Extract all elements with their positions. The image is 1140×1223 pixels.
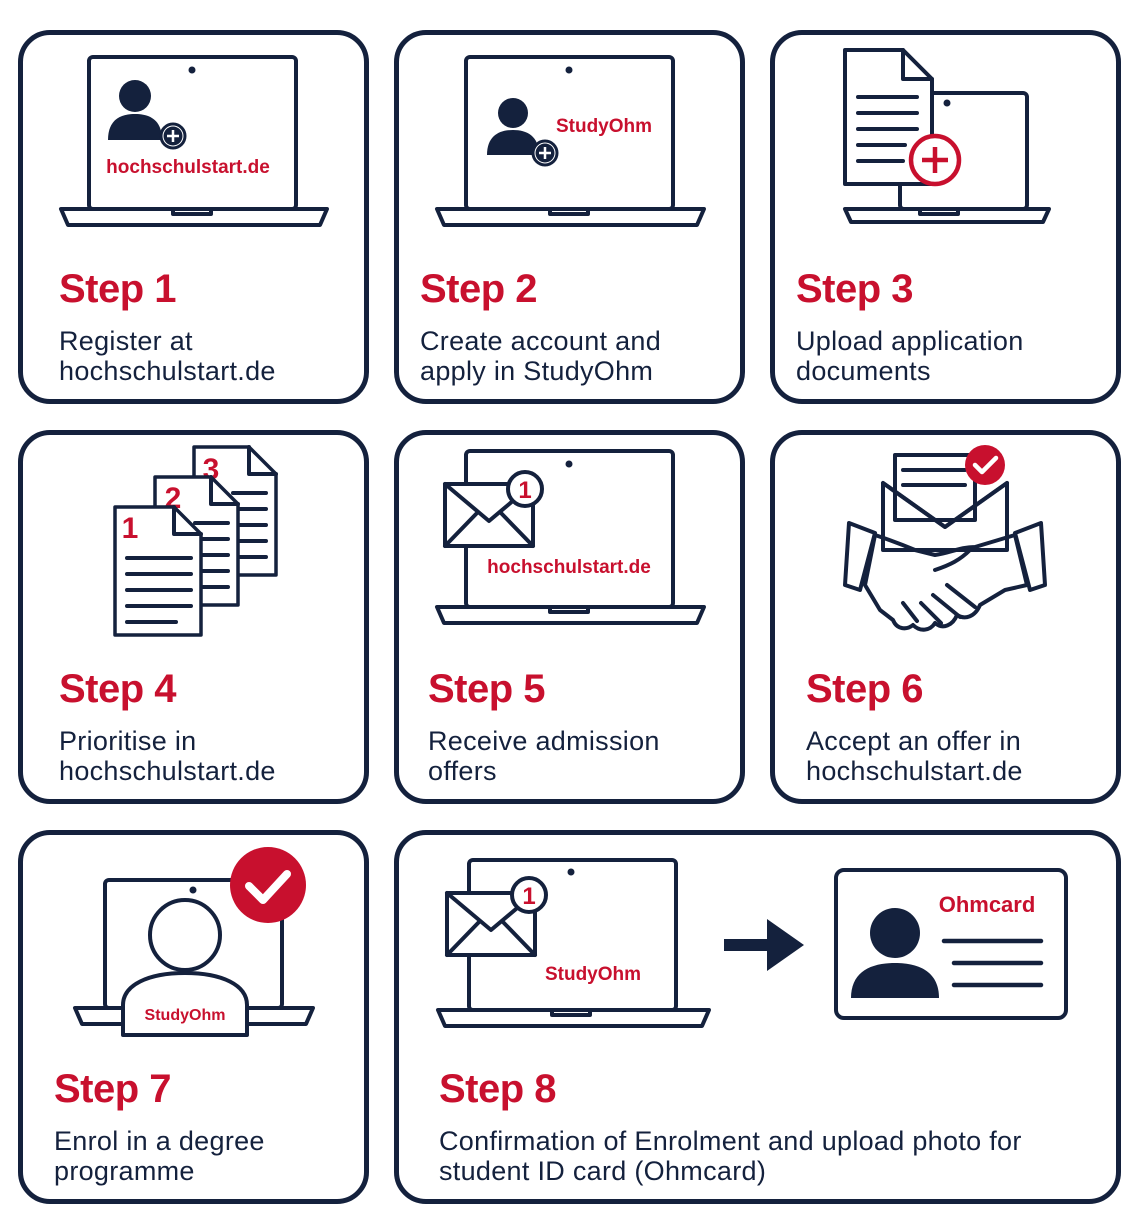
step-5-illustration: 1 hochschulstart.de <box>435 449 706 625</box>
step-card-8: 1 StudyOhm Ohmcard Step 8 Confirmation o… <box>394 830 1121 1204</box>
step-4-illustration: 3 2 1 <box>113 445 278 637</box>
step-2-illustration: StudyOhm <box>435 55 706 227</box>
step-title: Step 8 <box>439 1067 557 1111</box>
step-1-illustration: hochschulstart.de <box>59 55 329 227</box>
document-icon <box>843 48 934 186</box>
handshake-icon <box>843 521 1047 632</box>
step-card-5: 1 hochschulstart.de Step 5 Receive admis… <box>394 430 745 804</box>
step-title: Step 4 <box>59 667 177 711</box>
step-card-1: hochschulstart.de Step 1 Register at hoc… <box>18 30 369 404</box>
step-description: Accept an offer in hochschulstart.de <box>806 726 1023 786</box>
screen-label: hochschulstart.de <box>106 157 270 178</box>
document-icon: 1 <box>113 505 203 637</box>
step-title: Step 2 <box>420 267 538 311</box>
documents-stack-icon: 3 2 1 <box>113 445 278 637</box>
step-7-illustration: StudyOhm <box>73 847 315 1037</box>
doc-number: 1 <box>122 512 139 545</box>
step-3-illustration <box>843 48 1051 224</box>
step-card-7: StudyOhm Step 7 Enrol in a degree progra… <box>18 830 369 1204</box>
user-add-icon <box>108 80 187 150</box>
step-6-illustration <box>843 445 1047 632</box>
step-title: Step 7 <box>54 1067 172 1111</box>
step-card-6: Step 6 Accept an offer in hochschulstart… <box>770 430 1121 804</box>
screen-label: StudyOhm <box>545 964 641 985</box>
plus-circle-icon <box>908 133 962 187</box>
user-icon <box>121 898 249 1037</box>
step-title: Step 1 <box>59 267 177 311</box>
envelope-icon: 1 <box>443 470 544 548</box>
check-badge-icon <box>965 445 1005 485</box>
step-card-3: Step 3 Upload application documents <box>770 30 1121 404</box>
screen-label: hochschulstart.de <box>487 557 651 578</box>
notification-badge: 1 <box>518 477 531 504</box>
check-circle-icon <box>230 847 306 923</box>
step-title: Step 3 <box>796 267 914 311</box>
step-description: Register at hochschulstart.de <box>59 326 276 386</box>
step-card-2: StudyOhm Step 2 Create account and apply… <box>394 30 745 404</box>
screen-label: StudyOhm <box>145 1007 226 1024</box>
envelope-icon: 1 <box>445 876 548 957</box>
notification-badge: 1 <box>522 883 535 910</box>
step-8-illustration: 1 StudyOhm Ohmcard <box>436 858 1068 1028</box>
step-description: Enrol in a degree programme <box>54 1126 265 1186</box>
laptop-icon <box>59 55 329 227</box>
step-description: Confirmation of Enrolment and upload pho… <box>439 1126 1022 1186</box>
screen-label: StudyOhm <box>556 116 652 137</box>
step-description: Create account and apply in StudyOhm <box>420 326 662 386</box>
step-description: Prioritise in hochschulstart.de <box>59 726 276 786</box>
laptop-icon <box>435 55 706 227</box>
step-description: Upload application documents <box>796 326 1024 386</box>
user-add-icon <box>487 98 559 167</box>
step-card-4: 3 2 1 Step 4 Prioritise in hochschulstar… <box>18 430 369 804</box>
arrow-right-icon <box>724 919 804 971</box>
step-description: Receive admission offers <box>428 726 660 786</box>
card-label: Ohmcard <box>939 892 1036 917</box>
step-title: Step 6 <box>806 667 924 711</box>
step-title: Step 5 <box>428 667 546 711</box>
id-card-icon: Ohmcard <box>834 868 1068 1020</box>
